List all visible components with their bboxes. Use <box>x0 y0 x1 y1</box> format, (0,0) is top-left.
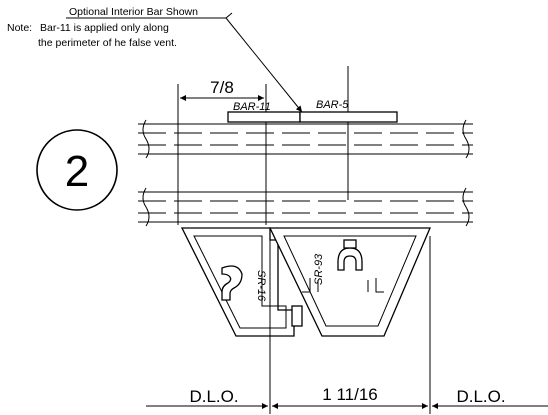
bar-11-label: BAR-11 <box>233 101 271 113</box>
sr-93-inner-wall <box>283 235 417 327</box>
dimension-dlo-right: D.L.O. <box>456 387 505 406</box>
note-leader-tick <box>225 12 233 19</box>
note-bar-11-text: Bar-11 is applied only along <box>40 22 169 34</box>
sr-16-tab <box>291 305 303 327</box>
sr-16-label: SR-16 <box>255 270 267 302</box>
break-mark-right-lower <box>462 187 470 227</box>
bottom-dimensions: D.L.O. 1 11/16 D.L.O. <box>146 236 548 414</box>
break-mark-right-upper <box>462 119 470 159</box>
dimension-7-8: 7/8 <box>210 78 234 97</box>
sr-93-rib-right <box>375 278 384 293</box>
bar-5-label: BAR-5 <box>316 99 349 111</box>
dimension-dlo-left: D.L.O. <box>189 387 238 406</box>
break-mark-left-lower <box>142 187 150 227</box>
note-leader-line <box>225 17 303 113</box>
interior-bars: BAR-11 BAR-5 <box>227 99 398 123</box>
notes-block: Optional Interior Bar Shown Note: Bar-11… <box>7 6 303 113</box>
sr-16-inner-wall <box>193 235 287 329</box>
detail-callout: 2 <box>36 129 118 211</box>
sr-93-label: SR-93 <box>313 253 325 285</box>
sr-16-hook <box>221 265 243 301</box>
dimension-1-11-16: 1 11/16 <box>322 385 377 404</box>
sr-93-extrusion: SR-93 <box>268 227 431 337</box>
note-optional-bar: Optional Interior Bar Shown <box>69 6 198 18</box>
callout-number: 2 <box>65 147 89 196</box>
bar-11 <box>227 111 301 123</box>
glass-panes <box>138 119 473 227</box>
sr-93-boss-neck <box>343 239 357 249</box>
sr-93-rib-left <box>302 278 311 293</box>
sr-93-outline <box>268 227 431 337</box>
bar-5 <box>299 111 398 123</box>
callout-circle <box>36 129 118 211</box>
break-mark-left-upper <box>142 119 150 159</box>
note-perimeter-text: the perimeter of he false vent. <box>38 37 177 49</box>
note-label: Note: <box>7 22 32 34</box>
